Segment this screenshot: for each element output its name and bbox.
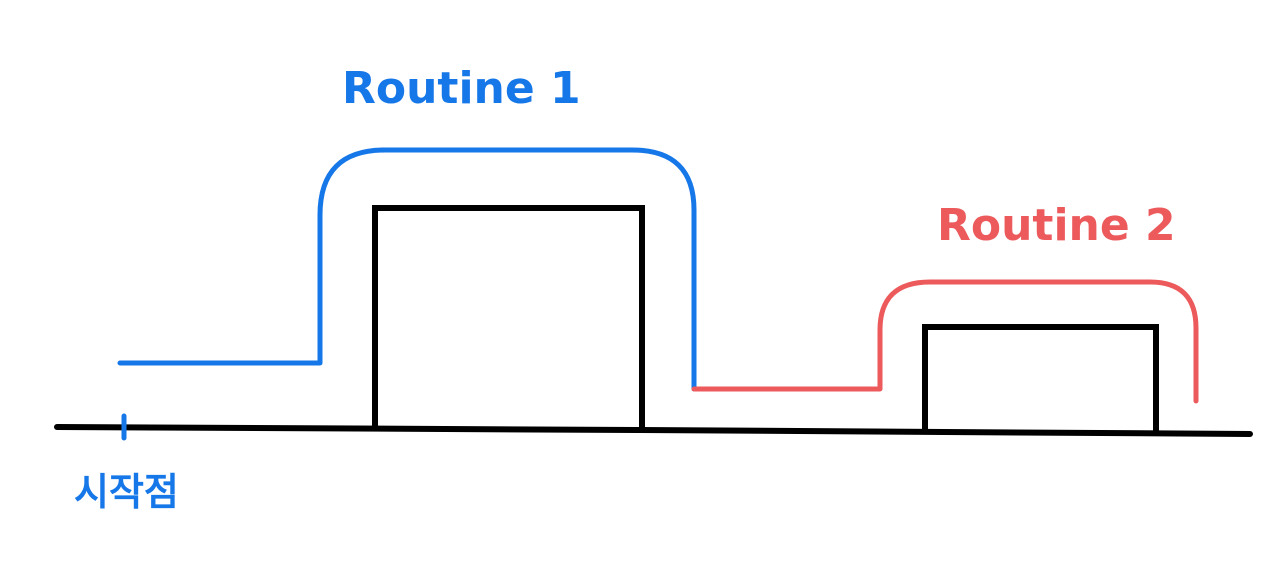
obstacle-small: [922, 324, 1159, 432]
ground-line: [54, 424, 1253, 437]
routine-2-path: [691, 279, 1199, 404]
routine-2-label: Routine 2: [937, 200, 1176, 251]
routine-1-path: [117, 147, 697, 392]
start-point-label: 시작점: [74, 470, 179, 514]
obstacle-large: [372, 205, 645, 430]
routine-1-label: Routine 1: [342, 63, 581, 114]
